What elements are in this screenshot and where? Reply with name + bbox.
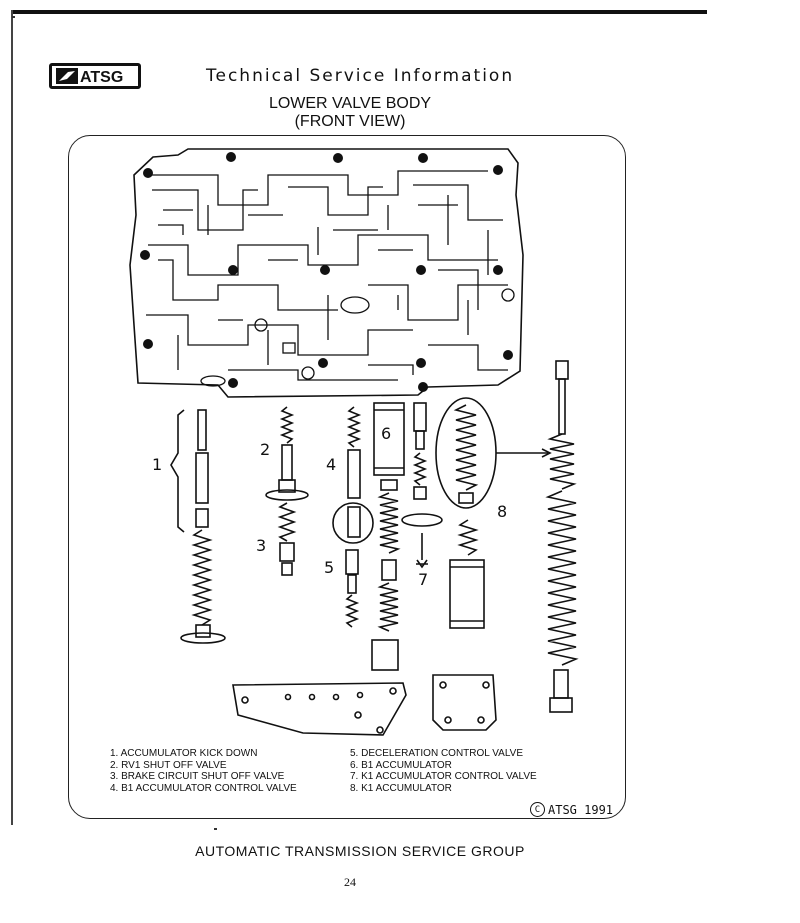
part-b1-accumulator-control-valve — [332, 406, 374, 544]
callout-2: 2 — [260, 440, 270, 459]
part-k1-accumulator — [435, 397, 552, 629]
separator-plate-left — [232, 682, 407, 736]
legend-item-3: 3. BRAKE CIRCUIT SHUT OFF VALVE — [110, 771, 285, 782]
callout-1: 1 — [152, 455, 162, 474]
part-accumulator-kick-down — [170, 409, 226, 644]
callout-7: 7 — [418, 570, 428, 589]
part-deceleration-control-valve — [344, 549, 360, 628]
legend-item-2: 2. RV1 SHUT OFF VALVE — [110, 759, 227, 771]
top-rule — [11, 10, 707, 14]
legend-right: 5. DECELERATION CONTROL VALVE 6. B1 ACCU… — [350, 748, 537, 794]
scan-speck — [214, 828, 217, 830]
bolt-holes — [140, 152, 513, 392]
copyright-symbol: C — [530, 802, 545, 817]
callout-8: 8 — [497, 502, 507, 521]
callout-5: 5 — [324, 558, 334, 577]
header-subtitle: Technical Service Information — [206, 66, 515, 86]
callout-3: 3 — [256, 536, 266, 555]
valve-body-diagram: 1 2 3 4 5 6 7 8 — [129, 148, 579, 736]
part-long-valve-assembly — [545, 360, 579, 713]
cover-plate-right — [432, 674, 497, 731]
scan-speck — [12, 16, 15, 18]
legend-item-6: 6. B1 ACCUMULATOR — [350, 759, 452, 771]
diagram-frame — [68, 135, 626, 819]
cover-plate-holes — [439, 681, 490, 724]
legend-item-5: 5. DECELERATION CONTROL VALVE — [350, 748, 524, 759]
part-b1-accumulator — [371, 402, 405, 671]
part-rv1-shut-off-valve — [265, 406, 309, 501]
atsg-logo-graphic: ATSG — [56, 68, 123, 85]
page-title-line1: LOWER VALVE BODY — [268, 95, 432, 112]
atsg-logo: ATSG — [49, 63, 141, 89]
legend-item-4: 4. B1 ACCUMULATOR CONTROL VALVE — [110, 782, 297, 794]
page-title-line2: (FRONT VIEW) — [294, 113, 406, 130]
legend-item-1: 1. ACCUMULATOR KICK DOWN — [110, 748, 258, 759]
logo-text: ATSG — [80, 69, 123, 85]
callout-4: 4 — [326, 455, 336, 474]
footer-organization: AUTOMATIC TRANSMISSION SERVICE GROUP — [195, 843, 525, 859]
part-k1-accumulator-control-valve — [401, 402, 443, 569]
callout-6: 6 — [381, 424, 391, 443]
part-brake-circuit-shut-off-valve — [277, 502, 297, 576]
legend-item-8: 8. K1 ACCUMULATOR — [350, 782, 452, 794]
separator-plate-holes — [241, 687, 397, 734]
page-number: 24 — [344, 875, 356, 889]
left-rule — [11, 10, 13, 825]
copyright-text: ATSG 1991 — [548, 802, 614, 817]
copyright-notice: C ATSG 1991 — [530, 802, 613, 817]
legend-item-7: 7. K1 ACCUMULATOR CONTROL VALVE — [350, 771, 537, 782]
legend-left: 1. ACCUMULATOR KICK DOWN 2. RV1 SHUT OFF… — [110, 748, 297, 794]
fluid-channels — [146, 170, 515, 387]
